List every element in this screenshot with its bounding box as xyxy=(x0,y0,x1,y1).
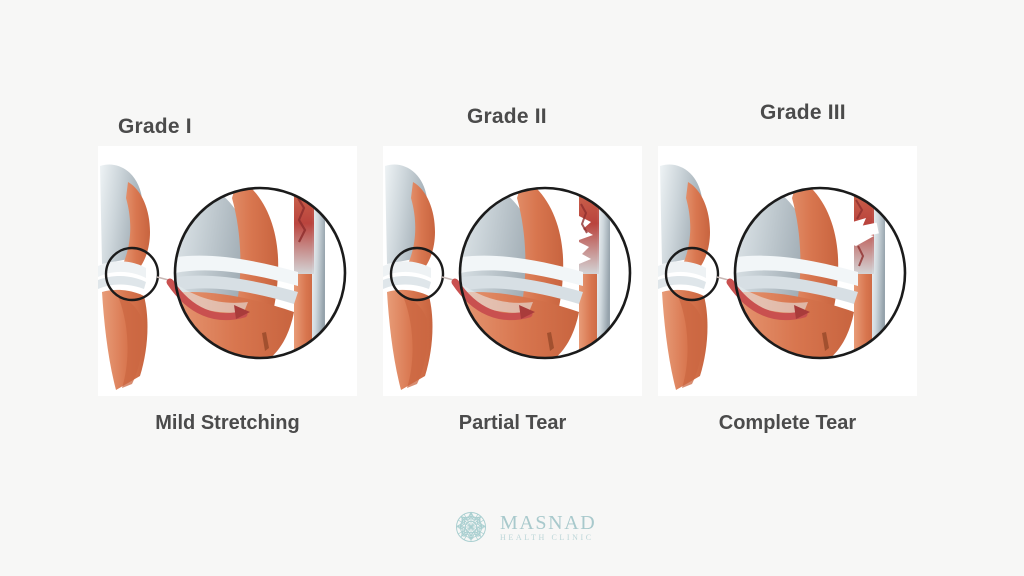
magnifier-lens-1 xyxy=(166,186,347,360)
logo-subtitle: HEALTH CLINIC xyxy=(500,533,594,543)
panel-grade-1 xyxy=(98,146,357,396)
magnifier-lens-2 xyxy=(451,186,632,360)
panel-grade-3 xyxy=(658,146,917,396)
knee-overview-3 xyxy=(658,164,741,390)
grade-title-1: Grade I xyxy=(118,115,192,138)
logo-wordmark: MASNAD HEALTH CLINIC xyxy=(500,511,596,543)
caption-grade-3: Complete Tear xyxy=(718,412,857,434)
knee-overview-1 xyxy=(98,164,181,390)
caption-grade-2: Partial Tear xyxy=(458,412,567,434)
knee-illustration-grade-2 xyxy=(383,164,632,390)
knee-overview-2 xyxy=(383,164,466,390)
logo-name: MASNAD xyxy=(500,512,597,535)
knee-illustration-grade-1 xyxy=(98,164,347,390)
grade-title-3: Grade III xyxy=(760,101,846,124)
magnifier-lens-3 xyxy=(726,186,907,360)
grade-title-2: Grade II xyxy=(467,105,547,128)
knee-illustration-grade-3 xyxy=(658,164,907,390)
clinic-logo: MASNAD HEALTH CLINIC xyxy=(449,503,596,551)
mandala-rosette-icon xyxy=(455,511,487,543)
caption-grade-1: Mild Stretching xyxy=(155,412,300,434)
panel-grade-2 xyxy=(383,146,642,396)
